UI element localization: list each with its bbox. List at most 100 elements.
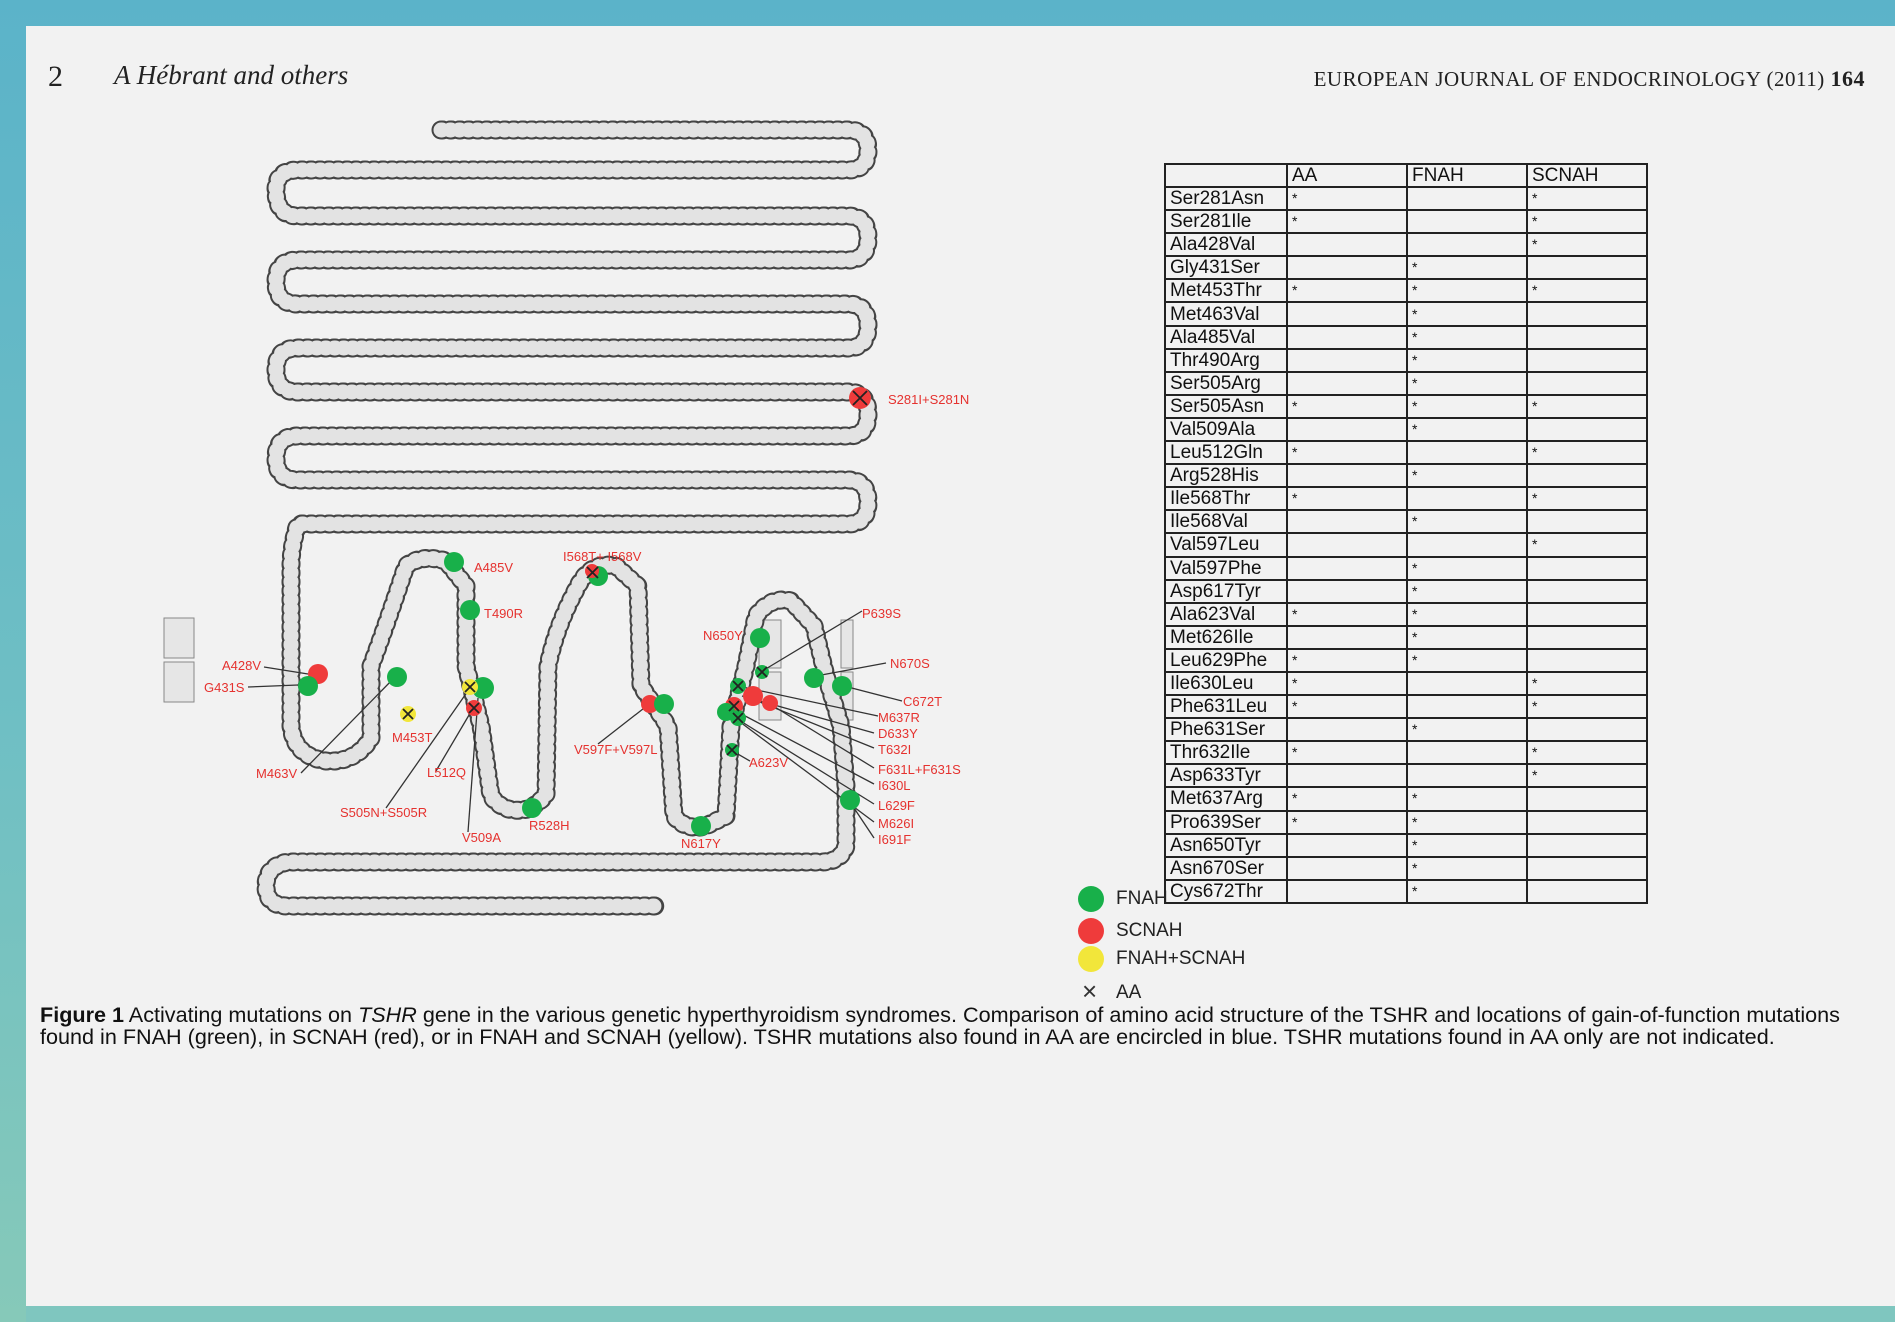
scnah-cell [1526, 416, 1648, 443]
aa-cell: * [1286, 209, 1408, 235]
mutation-label: I568T+ I568V [563, 549, 642, 564]
mutation-dot-m463v [387, 667, 407, 687]
fnah-cell: * [1406, 416, 1528, 443]
mutation-label: I630L [878, 778, 911, 793]
mutation-name-cell: Ala428Val [1164, 232, 1288, 258]
table-row: Phe631Leu** [1164, 694, 1648, 720]
mutation-dot-v597 [641, 695, 659, 713]
table-row: Met453Thr*** [1164, 278, 1648, 304]
scnah-cell [1526, 509, 1648, 535]
mutation-name-cell: Val509Ala [1164, 416, 1288, 443]
mutation-name-cell: Ile568Thr [1164, 486, 1288, 512]
fnah-cell: * [1406, 878, 1528, 904]
mutation-label: I691F [878, 832, 911, 847]
fnah-cell: * [1406, 463, 1528, 489]
scnah-cell: * [1526, 532, 1648, 558]
scnah-cell: * [1526, 440, 1648, 466]
mutation-name-cell: Met626Ile [1164, 624, 1288, 650]
mutation-name-cell: Met637Arg [1164, 786, 1288, 812]
aa-cross-p639s [756, 666, 768, 678]
table-row: Met626Ile* [1164, 624, 1648, 650]
mutation-label: L512Q [427, 765, 466, 780]
table-header-cell [1164, 163, 1288, 188]
mutation-table: AA FNAH SCNAH Ser281Asn**Ser281Ile**Ala4… [1164, 163, 1648, 904]
mutation-label: F631L+F631S [878, 762, 961, 777]
scnah-cell [1526, 809, 1648, 835]
aa-cell [1286, 855, 1408, 881]
fnah-cell: * [1406, 278, 1528, 304]
fnah-cell: * [1406, 393, 1528, 419]
table-row: Val509Ala * [1164, 416, 1648, 443]
aa-cell: * [1286, 185, 1408, 212]
legend-dot-fnah [1078, 886, 1104, 912]
mutation-name-cell: Val597Leu [1164, 532, 1288, 558]
table-header-cell: SCNAH [1526, 163, 1648, 188]
mutation-label: A623V [749, 755, 788, 770]
table-row: Thr632Ile** [1164, 740, 1648, 766]
mutation-name-cell: Ser505Arg [1164, 370, 1288, 396]
mutation-name-cell: Asp633Tyr [1164, 763, 1288, 789]
aa-cell [1286, 347, 1408, 373]
aa-cell: * [1286, 694, 1408, 720]
mutation-dot-t632i [762, 695, 778, 711]
table-row: Cys672Thr* [1164, 878, 1648, 904]
mutation-name-cell: Met463Val [1164, 301, 1288, 327]
mutation-label: A428V [222, 658, 261, 673]
table-row: Asn670Ser* [1164, 855, 1648, 881]
mutation-label: C672T [903, 694, 942, 709]
fnah-cell [1406, 694, 1528, 720]
scnah-cell [1526, 647, 1648, 673]
mutation-dot-s505 [472, 677, 494, 699]
table-header-cell: FNAH [1406, 163, 1528, 188]
aa-cell [1286, 416, 1408, 443]
caption-text-1: Activating mutations on [124, 1002, 359, 1027]
mutation-dot-n617y [691, 816, 711, 836]
scnah-cell [1526, 601, 1648, 627]
mutation-dot-t490r [460, 600, 480, 620]
table-row: Ala485Val* [1164, 324, 1648, 350]
mutation-label: M637R [878, 710, 920, 725]
fnah-cell [1406, 486, 1528, 512]
mutation-label: G431S [204, 680, 245, 695]
scnah-cell: * [1526, 763, 1648, 789]
aa-cross-f631 [728, 700, 740, 712]
aa-cross-i568 [586, 566, 599, 579]
aa-cell [1286, 555, 1408, 581]
legend-label: FNAH+SCNAH [1116, 948, 1246, 969]
table-row: Asp617Tyr* [1164, 578, 1648, 604]
mutation-name-cell: Ile630Leu [1164, 670, 1288, 697]
scnah-cell [1526, 717, 1648, 743]
mutation-label: N650Y [703, 628, 743, 643]
aa-cross-l512q [464, 681, 476, 693]
aa-cell [1286, 255, 1408, 281]
legend-dot-scnah [1078, 918, 1104, 944]
scnah-cell: * [1526, 232, 1648, 258]
scnah-cell [1526, 370, 1648, 396]
table-row: Ser281Ile** [1164, 209, 1648, 235]
aa-cell [1286, 578, 1408, 604]
table-row: Val597Leu * [1164, 532, 1648, 558]
aa-cell: * [1286, 740, 1408, 766]
table-header-row: AA FNAH SCNAH [1164, 163, 1648, 188]
fnah-cell [1406, 763, 1528, 789]
running-authors: A Hébrant and others [114, 60, 349, 90]
mutation-dot-n650y [750, 628, 770, 648]
scnah-cell [1526, 301, 1648, 327]
mutation-label: D633Y [878, 726, 918, 741]
table-row: Leu629Phe** [1164, 647, 1648, 673]
fnah-cell [1406, 740, 1528, 766]
fnah-cell: * [1406, 509, 1528, 535]
fnah-cell [1406, 532, 1528, 558]
mutation-dot-a485v [444, 552, 464, 572]
scnah-cell [1526, 255, 1648, 281]
scnah-cell [1526, 786, 1648, 812]
scnah-cell [1526, 878, 1648, 904]
leader-lines [247, 610, 903, 839]
mutation-label: V597F+V597L [574, 742, 657, 757]
mutation-label: T632I [878, 742, 911, 757]
aa-cross-m453t [402, 708, 414, 720]
mutation-name-cell: Ser281Asn [1164, 185, 1288, 212]
table-row: Ser281Asn** [1164, 185, 1648, 212]
mutation-name-cell: Leu629Phe [1164, 647, 1288, 673]
mutation-label: R528H [529, 818, 569, 833]
